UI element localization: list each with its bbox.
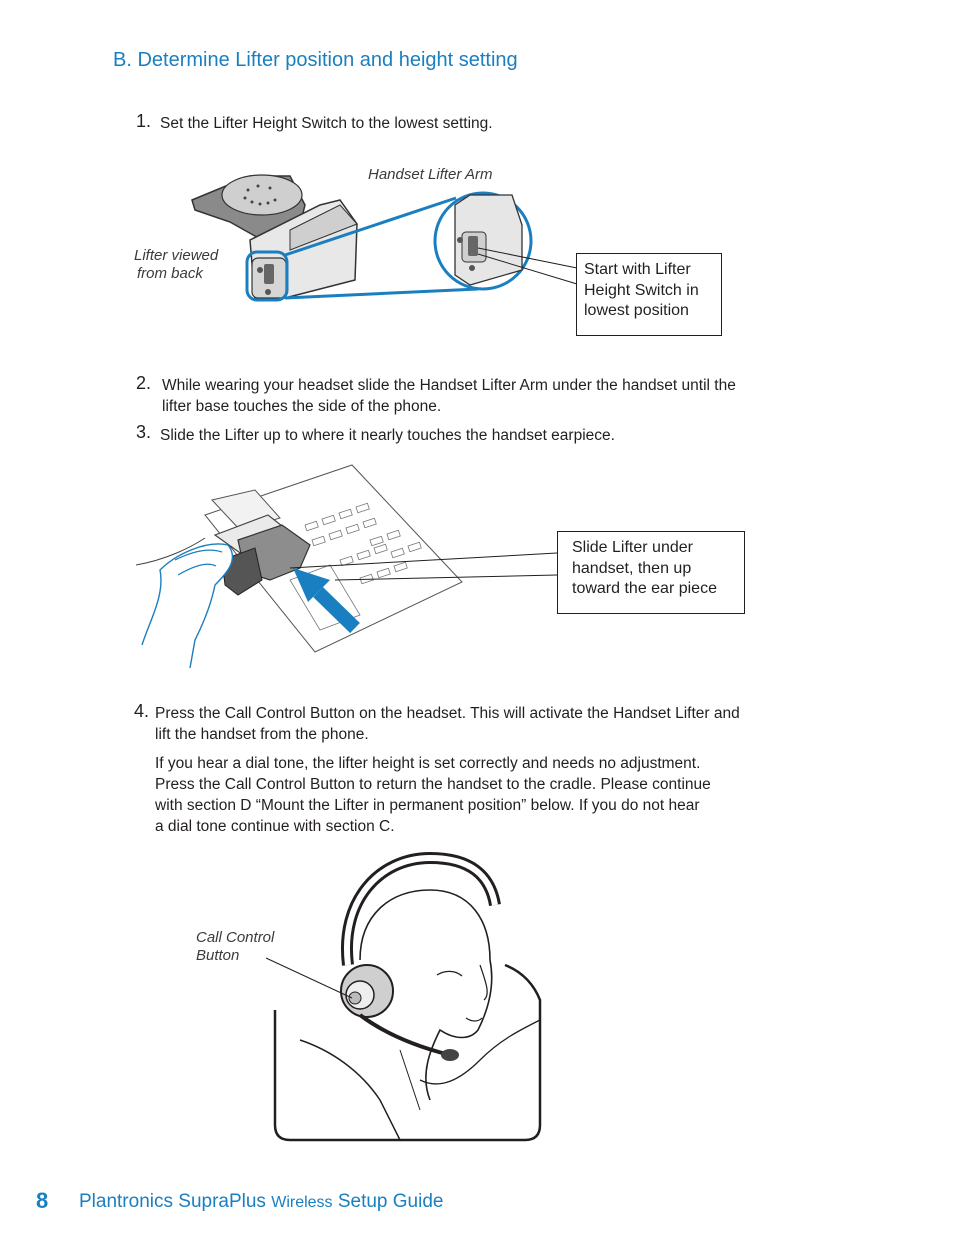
- call-control-label-line2: Button: [196, 947, 240, 964]
- step-1-text: Set the Lifter Height Switch to the lowe…: [160, 115, 493, 132]
- callout-slide-lifter-line2: handset, then up: [572, 559, 692, 577]
- callout-start-lowest-line2: Height Switch in: [584, 281, 699, 299]
- callout-start-lowest: Start with Lifter Height Switch in lowes…: [576, 253, 722, 336]
- step-4-note-line4: a dial tone continue with section C.: [155, 818, 395, 835]
- step-4-note-line2: Press the Call Control Button to return …: [155, 776, 711, 793]
- callout-start-lowest-line1: Start with Lifter: [584, 261, 691, 278]
- section-title: B. Determine Lifter position and height …: [113, 49, 518, 71]
- step-3-number: 3.: [136, 422, 152, 442]
- lifter-back-label-line2: from back: [137, 265, 203, 282]
- step-4-line2: lift the handset from the phone.: [155, 726, 369, 743]
- handset-lifter-arm-label: Handset Lifter Arm: [368, 166, 493, 183]
- page-number: 8: [36, 1188, 49, 1213]
- step-4-note-line1: If you hear a dial tone, the lifter heig…: [155, 755, 701, 772]
- footer-title-wireless: Wireless: [271, 1194, 333, 1211]
- step-2-line1: While wearing your headset slide the Han…: [162, 377, 736, 394]
- step-3-text: Slide the Lifter up to where it nearly t…: [160, 427, 615, 444]
- step-4-number: 4.: [134, 701, 150, 721]
- call-control-label-line1: Call Control: [196, 929, 275, 946]
- footer-title: Plantronics SupraPlus Wireless Setup Gui…: [79, 1191, 443, 1213]
- callout-slide-lifter: Slide Lifter under handset, then up towa…: [557, 531, 745, 614]
- callout-slide-lifter-line1: Slide Lifter under: [572, 539, 693, 556]
- step-1-number: 1.: [136, 111, 152, 131]
- step-2-number: 2.: [136, 373, 152, 393]
- step-2-text: While wearing your headset slide the Han…: [162, 375, 736, 417]
- footer-title-part1: Plantronics SupraPlus: [79, 1191, 272, 1212]
- callout-start-lowest-line3: lowest position: [584, 302, 689, 319]
- callout-slide-lifter-line3: toward the ear piece: [572, 580, 717, 597]
- step-4-line1: Press the Call Control Button on the hea…: [155, 705, 740, 722]
- step-4-note-line3: with section D “Mount the Lifter in perm…: [155, 797, 700, 814]
- lifter-back-label-line1: Lifter viewed: [134, 247, 219, 264]
- step-4-text: Press the Call Control Button on the hea…: [155, 703, 740, 745]
- footer-title-part3: Setup Guide: [332, 1191, 444, 1212]
- step-4-note: If you hear a dial tone, the lifter heig…: [155, 753, 711, 837]
- step-2-line2: lifter base touches the side of the phon…: [162, 398, 442, 415]
